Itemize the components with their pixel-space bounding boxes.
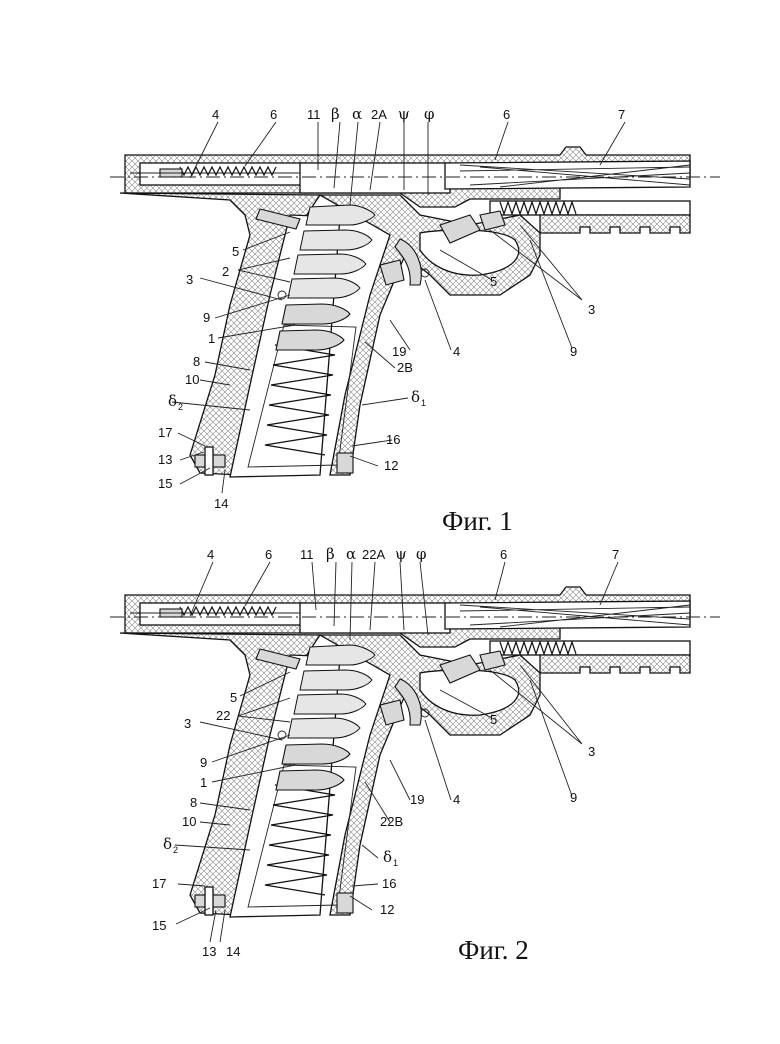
label-beta: β — [331, 105, 340, 123]
label-17: 17 — [152, 876, 166, 891]
label-14: 14 — [214, 496, 228, 511]
label-delta2-sub: 2 — [173, 845, 178, 855]
label-11: 11 — [307, 107, 321, 122]
label-3-right: 3 — [588, 744, 595, 759]
label-5-right: 5 — [490, 712, 497, 727]
figure-2: 4 6 11 β α 22А ψ φ 6 7 5 22 3 9 1 8 10 δ… — [110, 545, 720, 965]
label-5-left: 5 — [232, 244, 239, 259]
label-phi: φ — [424, 105, 435, 123]
label-10: 10 — [185, 372, 199, 387]
label-5-right: 5 — [490, 274, 497, 289]
label-9-right: 9 — [570, 344, 577, 359]
label-delta2: δ — [163, 835, 172, 853]
label-delta1: δ — [411, 388, 420, 406]
label-beta: β — [326, 545, 335, 563]
figure-1-caption: Фиг. 1 — [442, 506, 513, 536]
label-2: 2 — [222, 264, 229, 279]
label-16: 16 — [382, 876, 396, 891]
label-delta2: δ — [168, 392, 177, 410]
label-psi: ψ — [395, 545, 407, 563]
label-11: 11 — [300, 547, 314, 562]
label-8: 8 — [190, 795, 197, 810]
label-2A: 2А — [371, 107, 387, 122]
label-delta1: δ — [383, 848, 392, 866]
label-22A: 22А — [362, 547, 385, 562]
label-6-left: 6 — [270, 107, 277, 122]
label-6-right: 6 — [503, 107, 510, 122]
label-1: 1 — [208, 331, 215, 346]
label-15: 15 — [152, 918, 166, 933]
label-6-right: 6 — [500, 547, 507, 562]
label-7: 7 — [618, 107, 625, 122]
label-2B: 2В — [397, 360, 413, 375]
label-9-right: 9 — [570, 790, 577, 805]
label-12: 12 — [384, 458, 398, 473]
label-19: 19 — [392, 344, 406, 359]
label-9-left: 9 — [203, 310, 210, 325]
label-psi: ψ — [398, 105, 410, 123]
label-13: 13 — [158, 452, 172, 467]
label-4-bottom: 4 — [453, 344, 460, 359]
label-delta1-sub: 1 — [421, 398, 426, 408]
label-12: 12 — [380, 902, 394, 917]
label-4-top: 4 — [207, 547, 214, 562]
figure-2-caption: Фиг. 2 — [458, 935, 529, 965]
label-19: 19 — [410, 792, 424, 807]
label-17: 17 — [158, 425, 172, 440]
label-delta2-sub: 2 — [178, 402, 183, 412]
label-22: 22 — [216, 708, 230, 723]
label-3-left: 3 — [186, 272, 193, 287]
label-22B: 22В — [380, 814, 403, 829]
label-delta1-sub: 1 — [393, 858, 398, 868]
label-1: 1 — [200, 775, 207, 790]
label-phi: φ — [416, 545, 427, 563]
label-7: 7 — [612, 547, 619, 562]
label-5-left: 5 — [230, 690, 237, 705]
label-13: 13 — [202, 944, 216, 959]
label-alpha: α — [346, 545, 356, 563]
label-16: 16 — [386, 432, 400, 447]
label-4-top: 4 — [212, 107, 219, 122]
label-15: 15 — [158, 476, 172, 491]
label-6-left: 6 — [265, 547, 272, 562]
label-9-left: 9 — [200, 755, 207, 770]
figure-1: 4 6 11 β α 2А ψ φ 6 7 5 2 3 9 1 8 10 δ 2… — [110, 105, 720, 536]
label-3-right: 3 — [588, 302, 595, 317]
label-3-left: 3 — [184, 716, 191, 731]
label-10: 10 — [182, 814, 196, 829]
label-4-bottom: 4 — [453, 792, 460, 807]
label-8: 8 — [193, 354, 200, 369]
label-alpha: α — [352, 105, 362, 123]
label-14: 14 — [226, 944, 240, 959]
